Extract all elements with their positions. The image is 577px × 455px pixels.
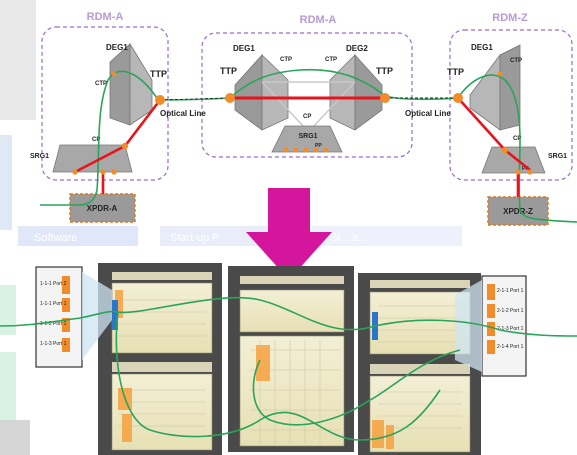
srg-shape-right xyxy=(481,146,546,174)
port-label-right-1: 2-1-1 Port 1 xyxy=(497,288,524,294)
cp-label-right: CP xyxy=(513,136,521,142)
top-topology-diagram: RDM-A RDM-A RDM-Z DEG1 CTP TTP CP SRG1 X… xyxy=(30,11,577,226)
pp-label-right: PP xyxy=(522,166,529,172)
port-label-left-3: 1-1-2 Port 1 xyxy=(40,321,67,327)
node-title-right: RDM-Z xyxy=(492,12,528,24)
port-label-right-2: 2-1-2 Port 1 xyxy=(497,308,524,314)
red-path-left-srg xyxy=(74,144,126,174)
deg2-label-middle: DEG2 xyxy=(346,44,368,53)
srg-label-left: SRG1 xyxy=(30,153,49,160)
ctp1-label-middle: CTP xyxy=(280,57,292,63)
node-box-middle xyxy=(201,32,413,158)
xpdr-label-right: XPDR-Z xyxy=(503,207,533,216)
srg-shape-middle xyxy=(271,125,343,153)
node-title-middle: RDM-A xyxy=(300,14,337,26)
ttp-label-left: TTP xyxy=(150,69,167,79)
red-path-left-deg xyxy=(123,99,162,147)
ctp-label-left: CTP xyxy=(95,81,107,87)
bottom-hardware-diagram: 1-1-1 Port 2 1-1-1 Port 1 1-1-2 Port 1 1… xyxy=(0,263,577,455)
srg-label-middle: SRG1 xyxy=(298,133,317,140)
port-label-right-3: 2-1-3 Port 1 xyxy=(497,326,524,332)
ctp-label-right: CTP xyxy=(510,58,522,64)
xpdr-label-left: XPDR-A xyxy=(87,204,118,213)
green-fiber-path xyxy=(0,296,577,337)
ttp-label-right: TTP xyxy=(447,67,464,77)
deg-label-left: DEG1 xyxy=(106,43,128,52)
port-label-left-1: 1-1-1 Port 2 xyxy=(40,281,67,287)
node-title-left: RDM-A xyxy=(87,11,124,23)
ctp2-label-middle: CTP xyxy=(325,57,337,63)
port-label-right-4: 2-1-4 Port 1 xyxy=(497,344,524,350)
pp-label-middle: PP xyxy=(315,143,322,149)
transition-arrow xyxy=(246,188,332,280)
ttp2-label-middle: TTP xyxy=(376,66,393,76)
port-label-left-4: 1-1-3 Port 1 xyxy=(40,341,67,347)
ttp1-label-middle: TTP xyxy=(220,66,237,76)
cp-label-left: CP xyxy=(92,137,100,143)
optical-line-label-left: Optical Line xyxy=(160,109,206,118)
orange-port-dots xyxy=(72,71,533,175)
srg-label-right: SRG1 xyxy=(548,153,567,160)
node-box-left xyxy=(41,26,169,181)
port-panel-left xyxy=(35,266,83,368)
background-tab-mid: Start-up P xyxy=(170,232,220,244)
xpdr-box-left xyxy=(69,193,136,223)
optical-line-label-right: Optical Line xyxy=(405,109,451,118)
deg1-label-middle: DEG1 xyxy=(233,44,255,53)
cp-label-middle: CP xyxy=(303,114,311,120)
green-optical-path xyxy=(40,68,577,223)
red-path-right-srg xyxy=(504,148,531,172)
background-tab-left: Software xyxy=(34,232,77,244)
deg-label-right: DEG1 xyxy=(471,43,493,52)
node-box-right xyxy=(449,29,573,181)
background-tab-right: Sl... a... xyxy=(330,232,367,244)
red-path-right-deg xyxy=(457,97,506,151)
port-label-left-2: 1-1-1 Port 1 xyxy=(40,301,67,307)
highlighted-cards xyxy=(115,290,394,449)
